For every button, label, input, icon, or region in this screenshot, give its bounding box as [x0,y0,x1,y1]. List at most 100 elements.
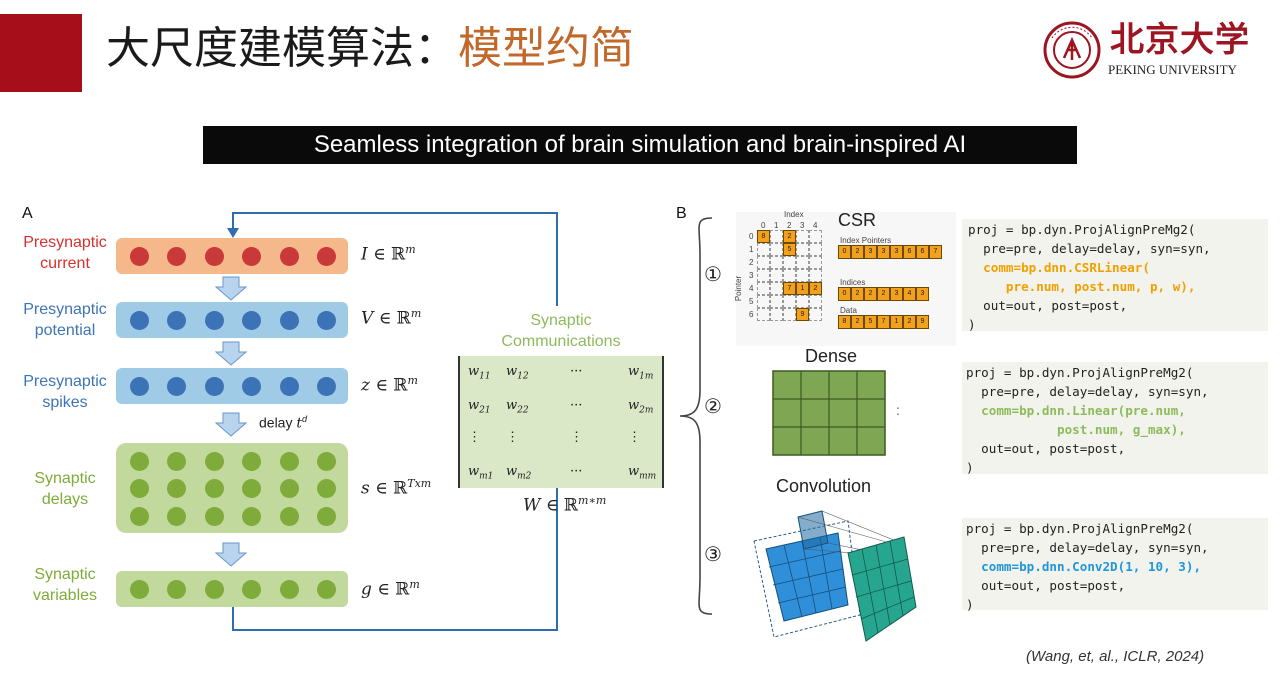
dense-title: Dense [805,346,858,366]
matrix-entry: wm1 [468,464,494,482]
csr-indices-label: Indices [840,278,866,287]
neuron-dot [167,247,187,266]
matrix-entry: w1m [628,364,654,382]
csr-array-cell: 1 [890,315,903,329]
matrix-entry: wm2 [506,464,532,482]
csr-array-cell: 3 [877,245,890,259]
math-spikes: z ∈ ℝm [361,374,418,396]
neuron-dot [317,479,336,498]
csr-matrix-cell: 7 [783,282,796,295]
matrix-entry: ⋮ [506,430,519,445]
header-red-block [0,14,82,92]
synaptic-delays-bar [116,443,348,533]
convolution-title: Convolution [776,476,872,496]
csr-array-cell: 2 [851,315,864,329]
matrix-entry: w11 [468,364,491,382]
delay-label: delay td [259,414,308,432]
neuron-dot [242,479,262,498]
csr-col-index: 2 [787,221,792,230]
neuron-dot [317,247,336,266]
page-title-accent: 模型约简 [458,23,634,74]
presynaptic-spikes-bar [116,368,348,404]
dense-matrix [772,370,886,456]
csr-array-cell: 3 [890,287,903,301]
neuron-dot [317,580,336,599]
neuron-dot [204,507,224,526]
csr-row-index: 6 [749,310,754,319]
page-title: 大尺度建模算法：模型约简 [106,23,634,74]
code-block-dense: proj = bp.dyn.ProjAlignPreMg2( pre=pre, … [962,362,1268,475]
neuron-dot [167,311,187,330]
matrix-entry: wmm [628,464,657,482]
csr-array-cell: 7 [929,245,942,259]
csr-row-index: 4 [749,284,754,293]
synaptic-communications-title: Synaptic Communications [501,312,621,350]
neuron-dot [279,479,299,498]
csr-col-index: 1 [774,221,779,230]
csr-matrix-cell: 5 [783,243,796,256]
csr-array-cell: 8 [838,315,851,329]
neuron-dot [317,377,336,396]
banner-heading: Seamless integration of brain simulation… [203,126,1077,164]
neuron-dot [317,311,336,330]
feedback-loop-arrows [227,212,558,631]
option-marker-1: ① [704,264,722,286]
csr-array-cell: 0 [838,245,851,259]
csr-matrix-cell [796,243,809,256]
logo-english-name: PEKING UNIVERSITY [1108,62,1237,77]
csr-array-cell: 9 [916,315,929,329]
neuron-dot [167,580,187,599]
csr-matrix-cell [796,269,809,282]
csr-array-cell: 6 [916,245,929,259]
csr-matrix-cell [757,308,770,321]
down-arrow-4 [214,542,248,567]
stage-label-presynaptic-spikes: Presynaptic spikes [23,373,107,411]
neuron-dot [242,507,262,526]
csr-matrix-cell [770,282,783,295]
csr-matrix-cell: 2 [809,282,822,295]
stage-label-presynaptic-current: Presynaptic current [23,234,107,272]
matrix-entry: ··· [570,464,583,479]
csr-array-cell: 2 [877,287,890,301]
down-arrow-3 [214,412,248,437]
neuron-dot [204,479,224,498]
neuron-dot [279,377,299,396]
down-arrow-1 [214,276,248,301]
csr-row-index: 2 [749,258,754,267]
neuron-dot [130,507,149,526]
csr-matrix-cell: 2 [783,230,796,243]
csr-matrix-cell [757,269,770,282]
option-brace [679,217,713,615]
csr-matrix-cell [770,256,783,269]
panel-a-label: A [22,205,33,222]
neuron-dot [204,377,224,396]
csr-array-cell: 6 [903,245,916,259]
csr-data-label: Data [840,306,857,315]
citation: (Wang, et, al., ICLR, 2024) [1026,648,1205,665]
csr-matrix-cell [783,256,796,269]
csr-matrix-cell [770,230,783,243]
csr-matrix-cell: 1 [796,282,809,295]
csr-matrix-cell [783,308,796,321]
neuron-dot [204,452,224,471]
neuron-dot [204,580,224,599]
matrix-entry: w2m [628,398,654,416]
csr-matrix-cell [757,295,770,308]
csr-col-index: 4 [813,221,818,230]
csr-matrix-cell [770,295,783,308]
code-text-csr: proj = bp.dyn.ProjAlignPreMg2( pre=pre, … [968,222,1211,332]
math-variables: g ∈ ℝm [361,578,420,600]
csr-index-pointers-label: Index Pointers [840,236,892,245]
csr-array-cell: 4 [903,287,916,301]
stage-label-synaptic-variables: Synaptic variables [32,566,98,604]
weight-matrix-caption: W ∈ ℝm∗m [523,494,607,516]
csr-array-cell: 0 [838,287,851,301]
csr-array-cell: 3 [864,245,877,259]
csr-pointer-label: Pointer [734,275,744,302]
matrix-entry: ⋮ [628,430,641,445]
neuron-dot [317,507,336,526]
csr-col-index: 3 [800,221,805,230]
csr-array-cell: 5 [864,315,877,329]
neuron-dot [130,377,149,396]
